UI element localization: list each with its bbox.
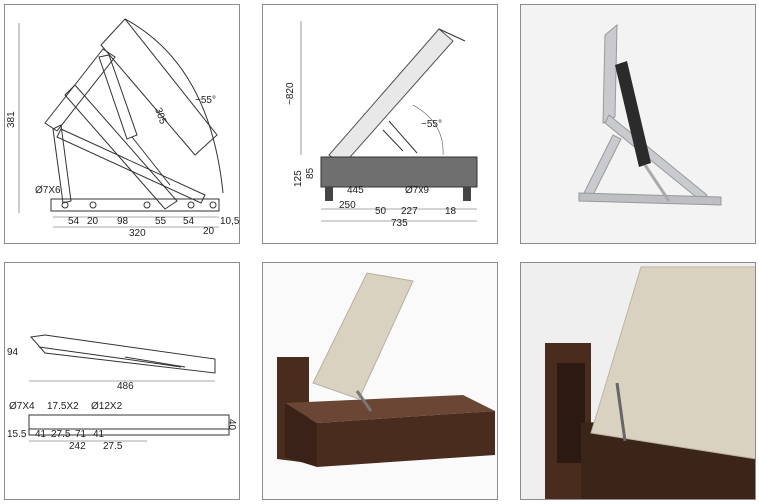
- flat-strut: [124, 356, 186, 368]
- bed-side-panel: [317, 411, 495, 467]
- dim-h2: 85: [305, 167, 316, 179]
- dim-b3: 27.5: [51, 429, 71, 440]
- dim-angle: ~55°: [195, 95, 216, 106]
- dim-b5: 41: [93, 429, 105, 440]
- hinge-side-drawing: 381 305 ~55° Ø7X6 54 20 98 55 54 20 10,5…: [6, 18, 240, 239]
- bed-side-drawing: ~820 125 85 ~55° 445 Ø7x9 250 50 227 18 …: [285, 21, 478, 229]
- dim-b3: 98: [117, 216, 129, 227]
- dim-b1: 15.5: [7, 429, 27, 440]
- dim-total: 320: [129, 228, 146, 239]
- arm-long: [64, 84, 178, 210]
- dim-hole: Ø7X6: [35, 185, 61, 196]
- dim-b6: 27.5: [103, 441, 123, 452]
- rotation-arc: [124, 18, 224, 194]
- dim-angle: ~55°: [421, 119, 442, 130]
- closeup-headboard-inset: [557, 363, 585, 463]
- hinge-base-plate: [578, 192, 722, 206]
- dim-d2: 250: [339, 200, 356, 211]
- dim-hole1: Ø7X4: [9, 401, 35, 412]
- dim-b6: 20: [203, 226, 215, 237]
- raised-lid: [328, 28, 454, 166]
- dim-b2: 41: [35, 429, 47, 440]
- dim-height: ~820: [285, 82, 296, 105]
- leg-right: [463, 187, 471, 201]
- leg-left: [325, 187, 333, 201]
- dim-hole: Ø7x9: [405, 185, 429, 196]
- dim-b4: 71: [75, 429, 87, 440]
- panel-bed-closeup-photo: [520, 262, 756, 500]
- dim-total: 735: [391, 218, 408, 229]
- arm-diagonal: [56, 128, 206, 204]
- dim-d1: 445: [347, 185, 364, 196]
- bed-closeup-render: [521, 263, 755, 499]
- dim-length: 305: [152, 106, 168, 126]
- dim-b2: 20: [87, 216, 99, 227]
- hinge-flat-drawing: 94 486 Ø7X4 17.5X2 Ø12X2 40 15.5 41 27.5…: [7, 334, 237, 452]
- angle-arc: [412, 104, 444, 156]
- lid-plate: [44, 48, 116, 132]
- dim-height: 94: [7, 347, 19, 358]
- raised-mattress: [312, 272, 414, 400]
- lid-arc-plate: [100, 18, 218, 156]
- dim-height: 381: [6, 111, 17, 128]
- flat-base-plate: [28, 414, 230, 430]
- bed-base-top: [285, 395, 495, 423]
- panel-bed-side-drawing: ~820 125 85 ~55° 445 Ø7x9 250 50 227 18 …: [262, 4, 498, 244]
- dim-d4: 227: [401, 206, 418, 217]
- dim-b5: 54: [183, 216, 195, 227]
- panel-hinge-side-drawing: 381 305 ~55° Ø7X6 54 20 98 55 54 20 10,5…: [4, 4, 240, 244]
- gas-strut: [615, 61, 651, 167]
- dim-side: 40: [226, 419, 237, 431]
- dim-d5: 18: [445, 206, 457, 217]
- arm-short: [52, 124, 72, 204]
- dim-b1: 54: [68, 216, 80, 227]
- dim-total: 242: [69, 441, 86, 452]
- panel-hinge-photo: [520, 4, 756, 244]
- bed-foot-panel: [285, 403, 317, 467]
- panel-bed-photo: [262, 262, 498, 500]
- base-plate: [50, 198, 220, 212]
- bed-frame: [320, 156, 478, 188]
- dim-length: 486: [117, 381, 134, 392]
- dim-h1: 125: [293, 170, 304, 187]
- dim-hole2: Ø12X2: [91, 401, 123, 412]
- closeup-mattress: [590, 266, 755, 460]
- bed-render: [263, 263, 497, 499]
- hinge-render: [521, 5, 755, 243]
- flat-arm-upper: [30, 334, 216, 374]
- dim-d3: 50: [375, 206, 387, 217]
- gas-strut-body: [98, 54, 138, 140]
- hinge-top-plate: [602, 23, 618, 124]
- dim-b4: 55: [155, 216, 167, 227]
- hinge-arms: [382, 120, 418, 154]
- dim-b7: 10,5: [220, 216, 240, 227]
- flat-arm-lower: [38, 346, 182, 368]
- flat-base-edge: [28, 428, 230, 436]
- panel-hinge-flat-drawing: 94 486 Ø7X4 17.5X2 Ø12X2 40 15.5 41 27.5…: [4, 262, 240, 500]
- dim-slot: 17.5X2: [47, 401, 79, 412]
- gas-strut-rod: [131, 136, 171, 186]
- lid-headboard: [438, 28, 466, 42]
